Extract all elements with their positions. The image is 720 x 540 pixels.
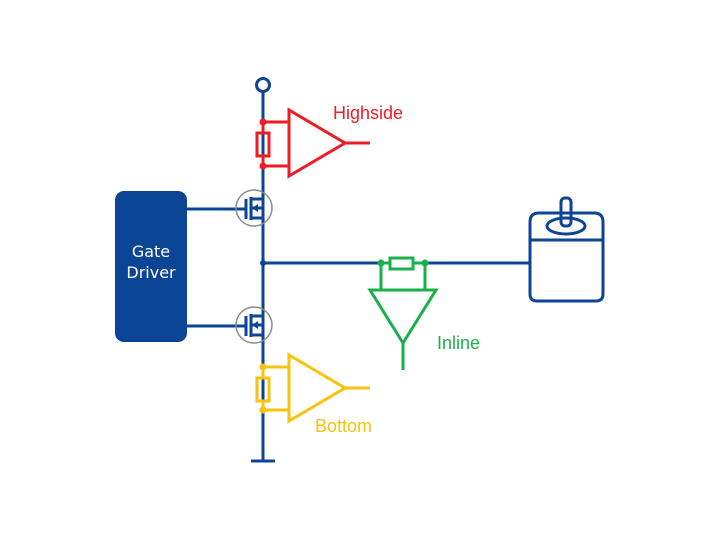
motor-icon xyxy=(528,196,605,303)
bottom-label: Bottom xyxy=(315,416,372,436)
highside-amplifier xyxy=(287,107,348,179)
highside-sense: Highside xyxy=(255,103,403,179)
gate-driver-label-line1: Gate xyxy=(132,242,170,261)
inline-sense: Inline xyxy=(367,256,480,370)
high-mosfet xyxy=(235,189,273,227)
gate-driver-box xyxy=(115,191,187,342)
high-mosfet-arrow-icon xyxy=(252,204,258,212)
gate-driver: Gate Driver xyxy=(115,191,246,342)
motor-shaft xyxy=(559,196,573,228)
inline-amplifier xyxy=(367,288,439,346)
gate-driver-label-line2: Driver xyxy=(126,263,176,282)
highside-label: Highside xyxy=(333,103,403,123)
low-mosfet xyxy=(235,306,273,344)
bottom-amplifier xyxy=(287,352,348,424)
inline-label: Inline xyxy=(437,333,480,353)
high-mosfet-ring xyxy=(235,189,273,227)
low-mosfet-arrow-icon xyxy=(252,321,258,329)
supply-terminal xyxy=(255,77,271,93)
phase-line xyxy=(260,260,530,266)
main-bus xyxy=(251,77,275,463)
inline-shunt xyxy=(388,256,415,271)
low-mosfet-ring xyxy=(235,306,273,344)
bottom-sense: Bottom xyxy=(255,352,372,436)
